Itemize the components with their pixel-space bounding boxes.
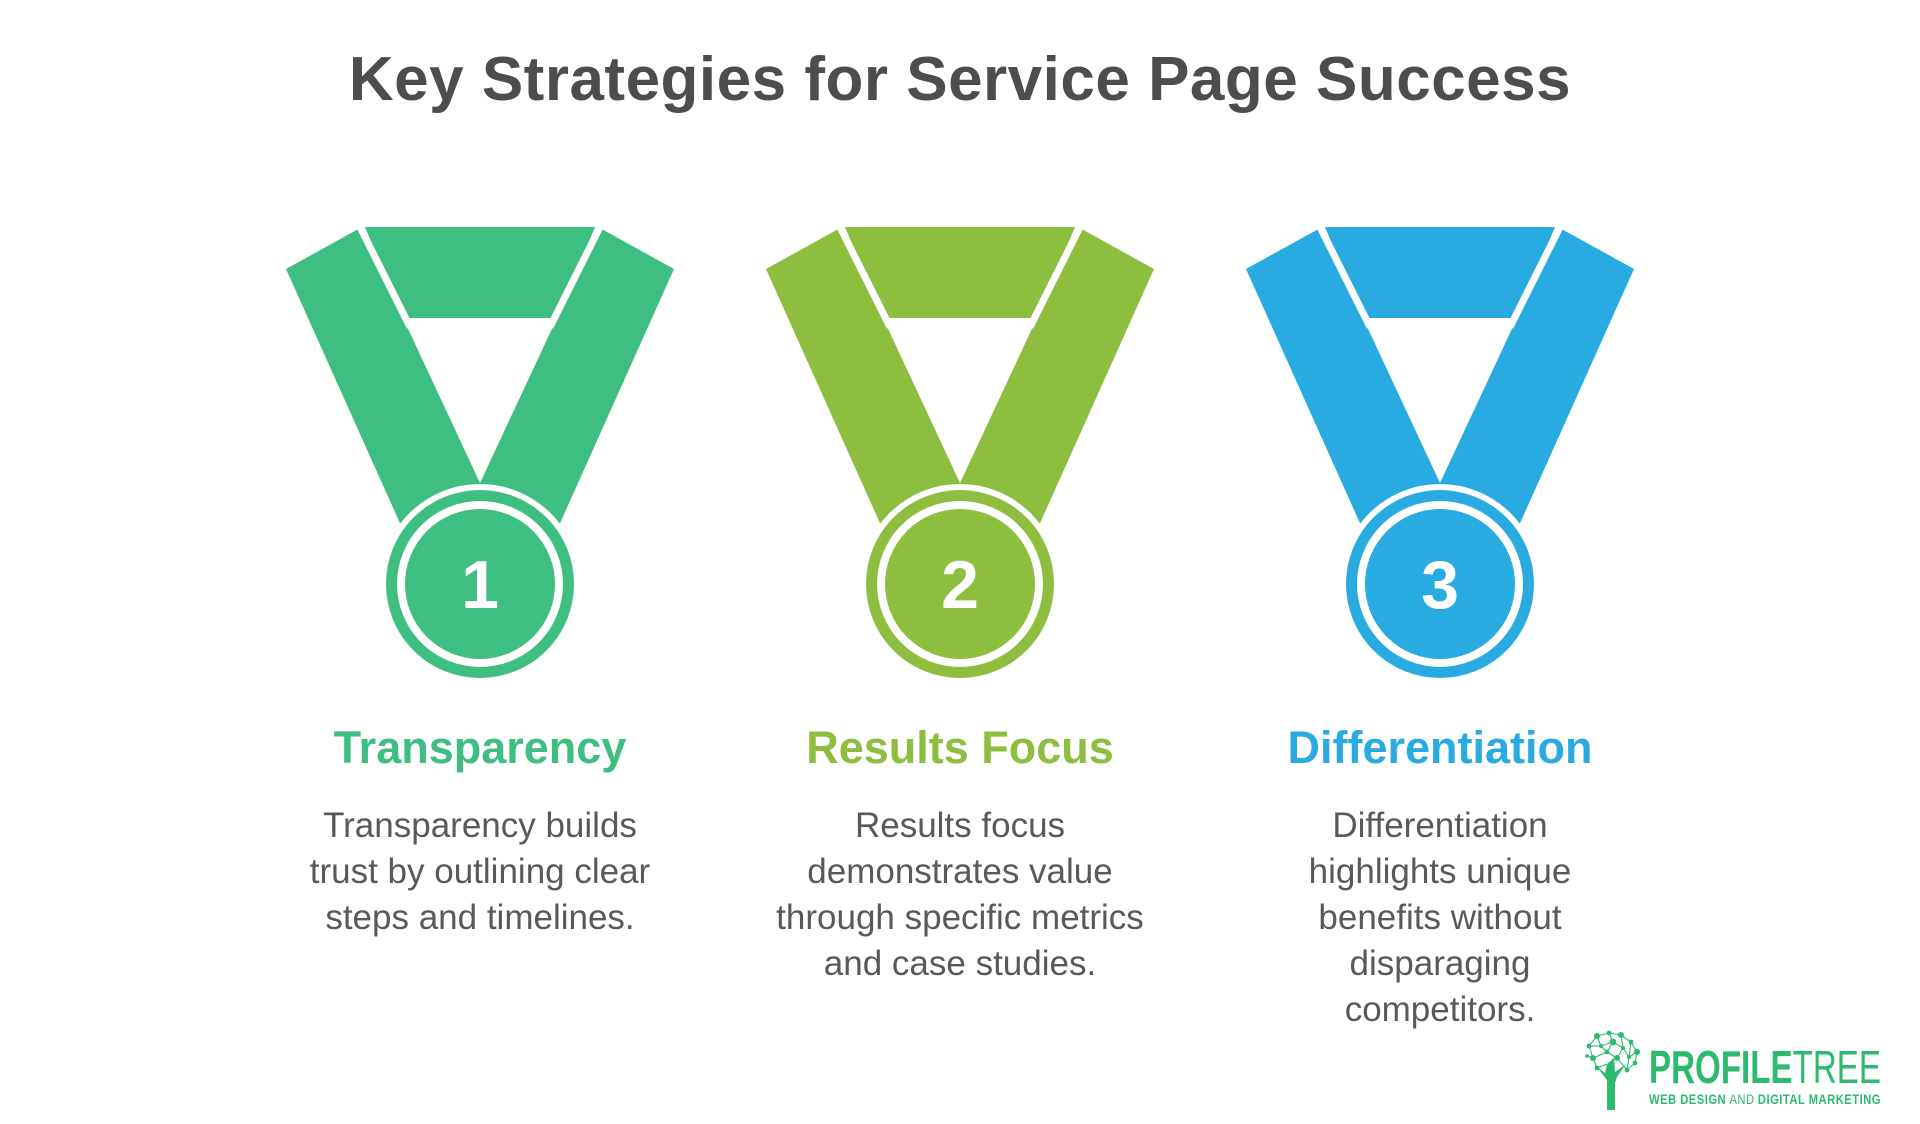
tree-icon-nodes — [1585, 1030, 1640, 1110]
columns: 1 Transparency Transparency builds trust… — [0, 225, 1920, 1033]
medal-inner-ring — [877, 501, 1043, 668]
medal-inner-ring — [1357, 501, 1523, 668]
ribbon-top-band — [365, 227, 595, 319]
item-description: Transparency builds trust by outlining c… — [309, 805, 651, 937]
medal-number: 3 — [1421, 547, 1459, 623]
ribbon-right-strap — [942, 227, 1154, 551]
ribbon-left-strap — [1246, 227, 1458, 551]
medal-icon: 1 — [286, 225, 674, 685]
ribbon-left-strap — [286, 227, 498, 551]
medal-number: 1 — [461, 547, 499, 623]
ribbon-top-band — [845, 227, 1075, 319]
logo-tagline: WEB DESIGNANDDIGITAL MARKETING — [1649, 1092, 1881, 1107]
strategy-column: 2 Results Focus Results focus demonstrat… — [720, 225, 1200, 1033]
infographic-title: Key Strategies for Service Page Success — [348, 45, 1572, 114]
strategy-column: 1 Transparency Transparency builds trust… — [240, 225, 720, 1033]
item-description: Results focus demonstrates value through… — [776, 805, 1144, 983]
ribbon-top-band — [1325, 227, 1555, 319]
item-title: Results Focus — [806, 722, 1114, 774]
ribbon-right-strap — [1422, 227, 1634, 551]
tree-trunk — [1596, 1058, 1626, 1110]
strategy-column: 3 Differentiation Differentiation highli… — [1200, 225, 1680, 1033]
logo-wordmark: PROFILETREE — [1649, 1041, 1881, 1093]
medal-icon: 2 — [766, 225, 1154, 685]
medal-icon: 3 — [1246, 225, 1634, 685]
medal-disc — [1340, 484, 1540, 685]
item-title: Differentiation — [1287, 722, 1593, 774]
medal-disc — [380, 484, 580, 685]
medal-inner-ring — [397, 501, 563, 668]
item-title: Transparency — [333, 722, 627, 774]
medal-number: 2 — [941, 547, 979, 623]
medal-disc — [860, 484, 1060, 685]
ribbon-left-strap — [766, 227, 978, 551]
profiletree-logo: PROFILETREE WEB DESIGNANDDIGITAL MARKETI… — [1585, 1030, 1881, 1110]
item-description: Differentiation highlights unique benefi… — [1308, 805, 1572, 1029]
ribbon-right-strap — [462, 227, 674, 551]
